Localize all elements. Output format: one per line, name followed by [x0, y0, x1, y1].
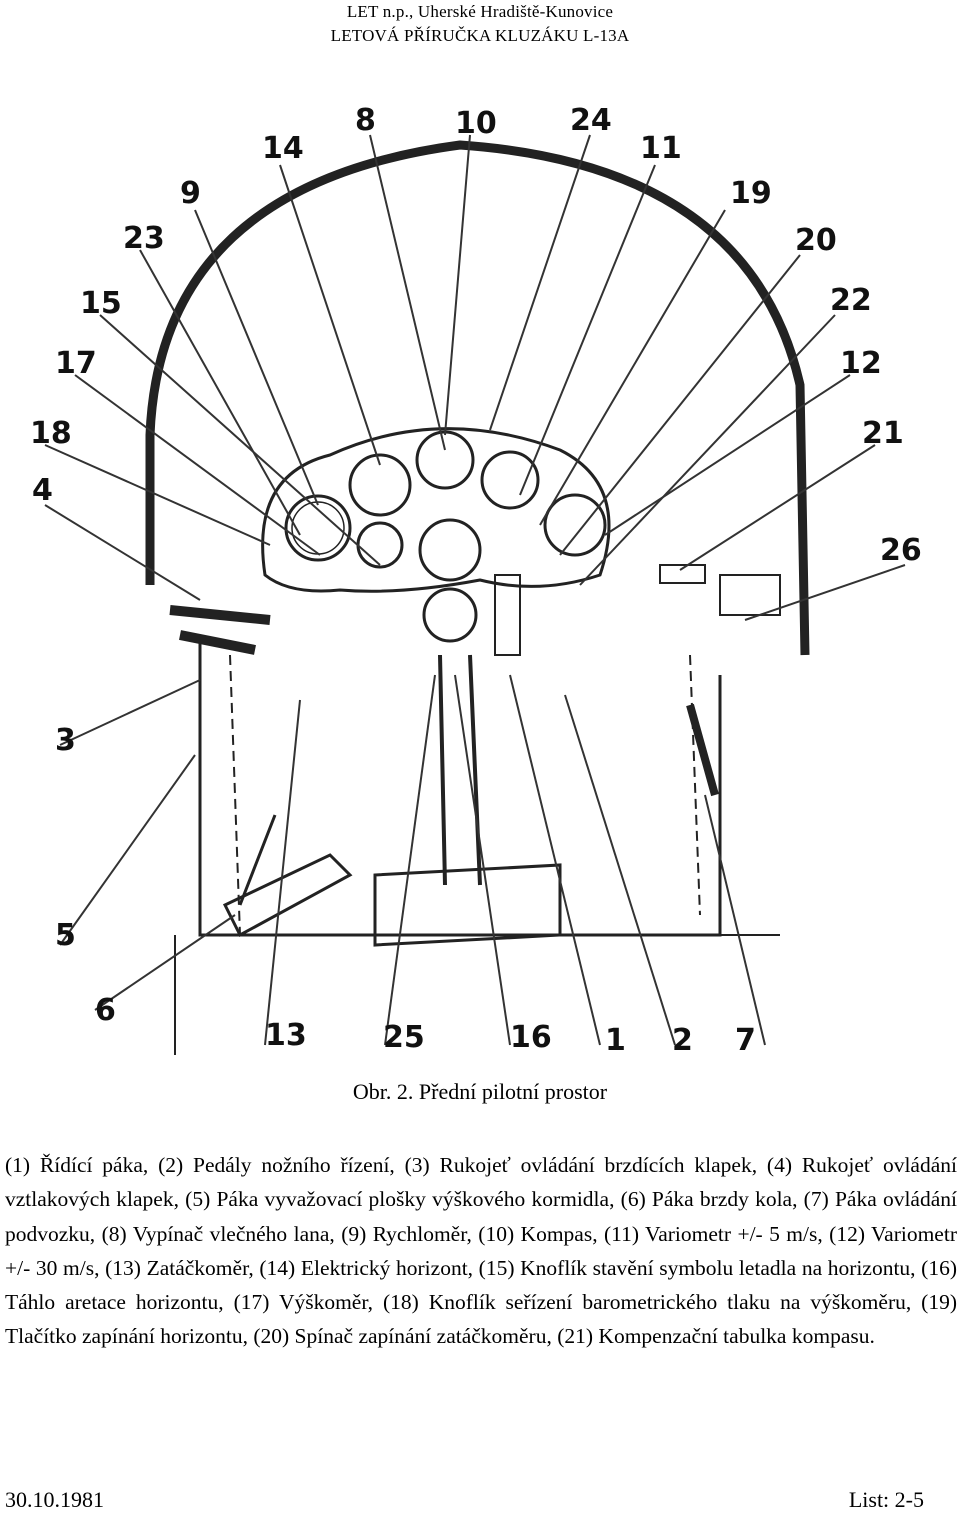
callout-4: 4 [32, 473, 53, 508]
callout-1: 1 [605, 1023, 626, 1058]
callout-25: 25 [383, 1020, 425, 1055]
callout-18: 18 [30, 416, 72, 451]
footer-page-number: List: 2-5 [848, 1487, 924, 1512]
variometer-5-dial [480, 450, 540, 510]
header-manual-title: LETOVÁ PŘÍRUČKA KLUZÁKU L-13A [330, 26, 630, 45]
variometer-30-dial [543, 493, 607, 557]
header-company: LET n.p., Uherské Hradiště-Kunovice [346, 2, 614, 21]
callout-22: 22 [830, 283, 872, 318]
callout-13: 13 [265, 1018, 307, 1053]
instrument-panel [261, 427, 611, 593]
callout-9: 9 [180, 176, 201, 211]
callout-23: 23 [123, 221, 165, 256]
callout-12: 12 [840, 346, 882, 381]
turn-indicator-dial [356, 521, 404, 569]
callout-5: 5 [55, 918, 76, 953]
callout-6: 6 [95, 993, 116, 1028]
control-stick [438, 654, 482, 886]
callout-8: 8 [355, 103, 376, 138]
figure-caption: Obr. 2. Přední pilotní prostor [352, 1079, 608, 1104]
callout-15: 15 [80, 286, 122, 321]
altimeter-dial [348, 453, 412, 517]
callout-2: 2 [672, 1023, 693, 1058]
callout-26: 26 [880, 533, 922, 568]
callout-14: 14 [262, 131, 304, 166]
callout-21: 21 [862, 416, 904, 451]
canopy-frame [145, 140, 810, 656]
callout-16: 16 [510, 1020, 552, 1055]
airspeed-indicator-dial [284, 494, 352, 562]
callout-19: 19 [730, 176, 772, 211]
callout-20: 20 [795, 223, 837, 258]
callout-11: 11 [640, 131, 682, 166]
compass-dial [415, 430, 475, 490]
cockpit-drawing: 8 10 24 14 11 9 19 23 20 15 22 17 12 18 … [0, 55, 960, 1070]
document-header: LET n.p., Uherské Hradiště-Kunovice LETO… [0, 0, 960, 48]
callout-3: 3 [55, 723, 76, 758]
callout-7: 7 [735, 1023, 756, 1058]
legend-text: (1) Řídící páka, (2) Pedály nožního říze… [5, 1153, 957, 1349]
horizon-dial [418, 518, 482, 582]
callout-17: 17 [55, 346, 97, 381]
callout-10: 10 [455, 106, 497, 141]
lower-instrument-dial [422, 587, 478, 643]
footer-date: 30.10.1981 [5, 1487, 104, 1512]
callout-24: 24 [570, 103, 612, 138]
